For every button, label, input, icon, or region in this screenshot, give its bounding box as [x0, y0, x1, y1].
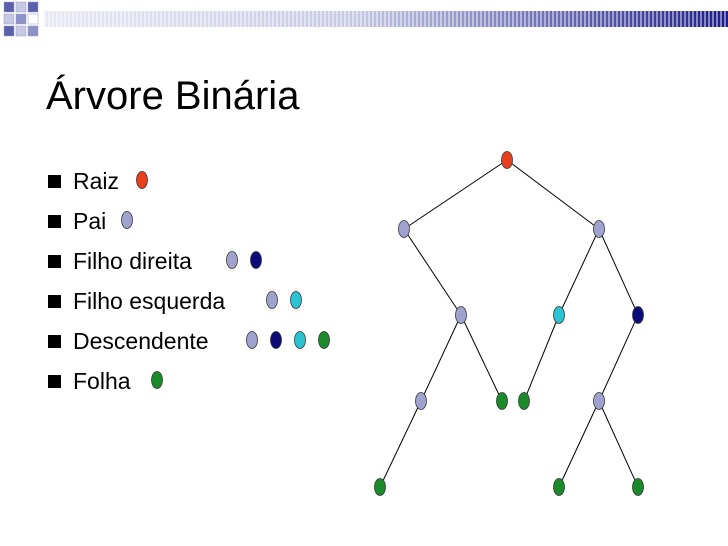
tree-edge: [598, 400, 639, 488]
tree-node-leaf: [374, 478, 386, 496]
header-square: [15, 1, 27, 13]
tree-node-left: [553, 306, 565, 324]
tree-edge: [598, 314, 639, 402]
tree-node-leaf: [632, 478, 644, 496]
node-marker-right: [270, 331, 282, 349]
tree-node-parent: [593, 220, 605, 238]
bullet-square-icon: [48, 295, 61, 308]
node-marker-parent: [246, 331, 258, 349]
tree-node-parent: [593, 392, 605, 410]
tree-edge: [379, 400, 422, 488]
bullet-label: Filho direita: [73, 248, 192, 274]
bullet-square-icon: [48, 335, 61, 348]
node-marker-left: [290, 291, 302, 309]
node-marker-leaf: [151, 371, 163, 389]
tree-node-parent: [415, 392, 427, 410]
tree-node-leaf: [496, 392, 508, 410]
slide-title: Árvore Binária: [46, 74, 300, 118]
tree-edge: [420, 314, 462, 402]
node-marker-parent: [121, 211, 133, 229]
tree-edge: [558, 228, 600, 316]
header-square: [3, 1, 15, 13]
header-square: [3, 25, 15, 37]
header-square: [15, 13, 27, 25]
tree-edge: [523, 314, 560, 402]
bullet-label: Folha: [73, 368, 131, 394]
tree-edge: [558, 400, 600, 488]
tree-edge: [506, 159, 600, 230]
node-marker-left: [294, 331, 306, 349]
tree-edge: [598, 228, 639, 316]
node-marker-parent: [226, 251, 238, 269]
tree-edge: [403, 159, 508, 230]
tree-node-leaf: [518, 392, 530, 410]
bullet-label: Raiz: [73, 168, 120, 194]
bullet-label: Descendente: [73, 328, 209, 354]
header-square: [15, 25, 27, 37]
node-marker-parent: [266, 291, 278, 309]
bullet-square-icon: [48, 255, 61, 268]
node-marker-leaf: [318, 331, 330, 349]
node-marker-right: [250, 251, 262, 269]
bullet-label: Pai: [73, 208, 107, 234]
header-square: [27, 25, 39, 37]
tree-edge: [403, 228, 462, 316]
tree-node-parent: [398, 220, 410, 238]
header-square: [3, 13, 15, 25]
tree-node-leaf: [553, 478, 565, 496]
bullet-label: Filho esquerda: [73, 288, 226, 314]
tree-node-parent: [455, 306, 467, 324]
bullet-square-icon: [48, 375, 61, 388]
header-square: [27, 13, 39, 25]
tree-edge: [460, 314, 503, 402]
node-marker-root: [136, 171, 148, 189]
tree-node-root: [501, 151, 513, 169]
bullet-square-icon: [48, 215, 61, 228]
header-square: [27, 1, 39, 13]
tree-node-right: [632, 306, 644, 324]
bullet-square-icon: [48, 175, 61, 188]
header-decoration: [3, 1, 728, 37]
